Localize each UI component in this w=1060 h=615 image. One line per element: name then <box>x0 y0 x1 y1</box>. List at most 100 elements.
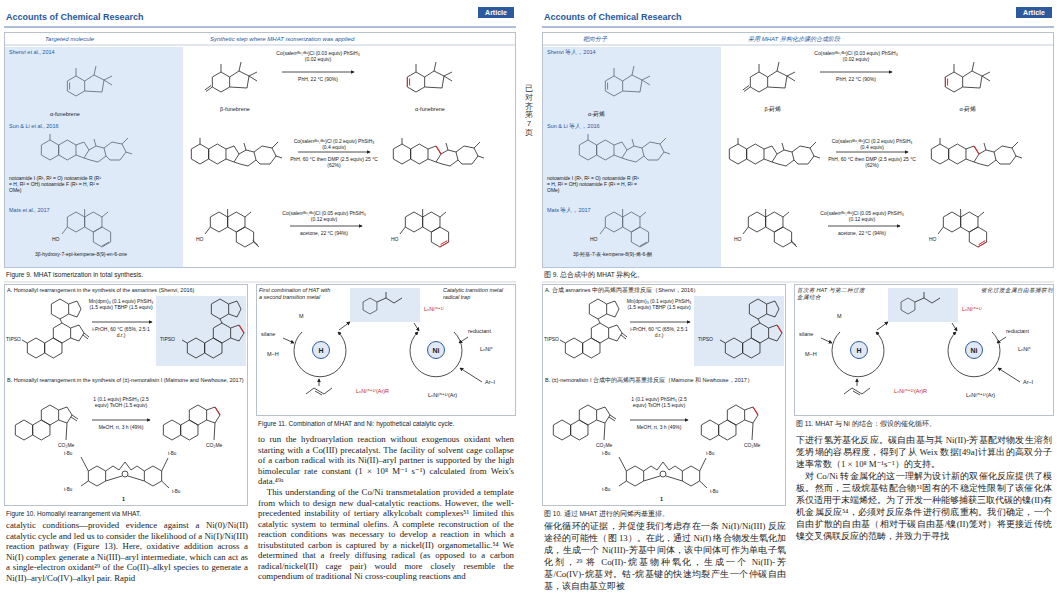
catalyst-circle: H <box>850 341 868 359</box>
reaction-conditions: Co(salenᵗᴮᵘ,ᵗᴮᵘ)Cl (0.03 equiv) PhSiH₃ (… <box>273 50 363 62</box>
panel-title: A. 合成 asmarines 中的高烯丙基重排反应（Shenvi，2016） <box>545 287 783 294</box>
figure-frame: A. 合成 asmarines 中的高烯丙基重排反应（Shenvi，2016）B… <box>542 284 786 506</box>
reaction-conditions: acetone, 22 °C (94%) <box>279 230 369 236</box>
atom-label: TIPSO <box>544 336 568 342</box>
citation: Sun & Li et al., 2016 <box>9 123 129 130</box>
circle-text: Ni <box>971 347 978 354</box>
journal-header: Accounts of Chemical Research <box>6 12 306 23</box>
compound-name: notoamide I (R¹, R² = O) notoamide R (R¹… <box>9 175 105 193</box>
atom-label: HO <box>196 236 208 242</box>
cycle-label: reductant <box>1006 328 1050 335</box>
reaction-conditions: Mn(dpm)₃ (0.1 equiv) PhSiH₃ (1.5 equiv) … <box>626 298 692 310</box>
figure-frame: 首次将 HAT 与第二种过渡金属结合 催化过渡金属自由基捕获剂 H Ni <box>794 284 1054 416</box>
atom-label: HO <box>590 236 602 242</box>
cycle-label: LₙNiⁿ <box>1018 346 1048 353</box>
cycle-label: M <box>837 313 845 320</box>
reaction-conditions: 1 (0.1 equiv) PhSiH₃ (2.5 equiv) TsOH (1… <box>90 396 152 408</box>
reaction-conditions: Co(salenᵗᴮᵘ,ᵗᴮᵘ)Cl (0.2 equiv) PhSiH₃ (0… <box>827 138 917 150</box>
citation: Mats et al., 2017 <box>9 207 119 214</box>
cycle-label: silane <box>261 331 285 338</box>
body-text: 对 Co/Ni 转金属化的这一理解为设计新的双催化反应提供了模板。然而，三级烷基… <box>796 470 1052 542</box>
citation: Mats 等人，2017 <box>547 207 657 214</box>
figure-caption: 图 9. 总合成中的 MHAT 异构化。 <box>544 271 1044 279</box>
figure-frame: 靶向分子采用 MHAT 异构化步骤的合成阶段Shenvi 等人，2014α-葑烯… <box>542 32 1054 268</box>
atom-label: t-Bu <box>602 451 618 456</box>
figure-caption: Figure 11. Combination of MHAT and Ni: h… <box>258 420 514 428</box>
reaction-conditions: acetone, 22 °C (94%) <box>817 230 907 236</box>
cycle-label: M <box>299 313 307 320</box>
atom-label: HO <box>52 236 64 242</box>
vertical-note: 已对齐第 7 页 <box>525 85 533 138</box>
cycle-label: Ar–I <box>1023 379 1047 386</box>
scheme-heading: 首次将 HAT 与第二种过渡金属结合 <box>797 287 869 300</box>
compound-name: α-葑烯 <box>588 111 668 118</box>
reaction-conditions: Co(salenᵗᴮᵘ,ᵗᴮᵘ)Cl (0.05 equiv) PhSiH₃ (… <box>279 210 369 222</box>
column-heading: 靶向分子 <box>583 36 733 43</box>
compound-name: α-葑烯 <box>933 106 1003 113</box>
compound-number: 1 <box>122 496 130 503</box>
compound-name: α-funebrene <box>395 106 465 113</box>
atom-label: HO <box>929 236 941 242</box>
atom-label: t-Bu <box>64 487 80 492</box>
catalyst-circle: Ni <box>427 341 445 359</box>
cycle-label: Ar–I <box>485 379 509 386</box>
atom-label: t-Bu <box>706 451 722 456</box>
cycle-label: LₙNiⁿ <box>480 346 510 353</box>
target-column: Shenvi et al., 2014α-funebreneSun & Li e… <box>5 47 183 268</box>
catalyst-circle: Ni <box>965 341 983 359</box>
compound-name: β-funebrene <box>200 106 270 113</box>
cycle-label: M–H <box>805 351 827 358</box>
cycle-label: reductant <box>468 328 512 335</box>
cycle-label: silane <box>799 331 823 338</box>
figure-caption: 图 11. MHAT 与 Ni 的结合：假设的催化循环。 <box>796 420 1052 428</box>
reaction-conditions: 1 (0.1 equiv) PhSiH₃ (2.5 equiv) TsOH (1… <box>628 396 690 408</box>
cycle-label: LₙNi⁽ⁿ⁺¹⁾ <box>424 306 464 313</box>
badge-text: Article <box>1023 9 1045 16</box>
compound-name: 3β-hydroxy-7-epi-kempene-8(9)-en-6-one <box>35 251 165 257</box>
reaction-conditions: Mn(dpm)₃ (0.1 equiv) PhSiH₃ (1.5 equiv) … <box>88 298 154 310</box>
scheme-heading: Catalytic transition metal radical trap <box>443 287 515 300</box>
reaction-conditions: Co(salenᵗᴮᵘ,ᵗᴮᵘ)Cl (0.2 equiv) PhSiH₃ (0… <box>289 138 379 150</box>
reaction-conditions: PhH, 22 °C (90%) <box>273 76 363 82</box>
atom-label: HO <box>734 236 746 242</box>
body-text: 催化循环的证据，并促使我们考虑存在一条 Ni(I)/Ni(III) 反应途径的可… <box>544 520 786 592</box>
column-heading: Targeted molecule <box>45 36 195 43</box>
atom-label: CO₂Me <box>206 442 232 448</box>
body-text: to run the hydroarylation reaction witho… <box>258 434 514 487</box>
atom-label: t-Bu <box>168 451 184 456</box>
cycle-label: LₙNi⁽ⁿ⁺¹⁾(Ar) <box>428 392 488 399</box>
atom-label: CO₂Me <box>744 442 770 448</box>
reaction-conditions: Co(salenᵗᴮᵘ,ᵗᴮᵘ)Cl (0.05 equiv) PhSiH₃ (… <box>817 210 907 222</box>
compound-name: 3β-羟基-7-表-kempene-8(9)-烯-6-酮 <box>573 251 703 257</box>
scheme-heading: 催化过渡金属自由基捕获剂 <box>981 287 1053 294</box>
chinese-figures <box>542 27 1054 488</box>
compound-name: notoamide I (R¹, R² = O) notoamide R (R¹… <box>547 175 643 193</box>
atom-label: HO <box>391 236 403 242</box>
english-figures <box>4 27 516 488</box>
atom-label: TIPSO <box>6 336 30 342</box>
figure-frame: Targeted molecule Synthetic step where MH… <box>4 32 516 268</box>
badge-text: Article <box>485 9 507 16</box>
reaction-conditions: i-PrOH, 60 °C (65%, 2.5:1 d.r.) <box>626 326 692 338</box>
atom-label: t-Bu <box>710 489 726 494</box>
body-text: catalytic conditions—provided evidence a… <box>6 520 248 583</box>
figure-frame: A. Homoallyl rearrangement in the synthe… <box>4 284 248 506</box>
body-text: This understanding of the Co/Ni transmet… <box>258 487 514 582</box>
figure-caption: Figure 10. Homoallyl rearrangement via M… <box>6 510 246 518</box>
journal-header: Accounts of Chemical Research <box>544 12 844 23</box>
atom-label: CO₂Me <box>58 442 84 448</box>
cycle-label: LₙNi⁽ⁿ⁺¹⁾(Ar) <box>966 392 1026 399</box>
atom-label: TIPSO <box>698 336 722 342</box>
atom-label: TIPSO <box>160 336 184 342</box>
column-heading: Synthetic step where MHAT isomerization … <box>210 36 500 43</box>
atom-label: t-Bu <box>172 489 188 494</box>
body-text: 下进行氢芳基化反应。碳自由基与其 Ni(II)-芳基配对物发生溶剂笼坍塌的容易程… <box>796 434 1052 470</box>
reaction-conditions: PhH, 60 °C then DMP (2.5 equiv) 25 °C (6… <box>289 156 379 168</box>
reaction-conditions: MeOH, rt, 3 h (49%) <box>628 424 690 430</box>
target-column: Shenvi 等人，2014α-葑烯Sun & Li 等人，2016notoam… <box>543 47 721 268</box>
scheme-heading: First combination of HAT with a second t… <box>259 287 331 300</box>
reaction-conditions: MeOH, rt, 3 h (49%) <box>90 424 152 430</box>
reaction-conditions: PhH, 22 °C (90%) <box>811 76 901 82</box>
atom-label: t-Bu <box>64 451 80 456</box>
compound-number: 1 <box>660 496 668 503</box>
